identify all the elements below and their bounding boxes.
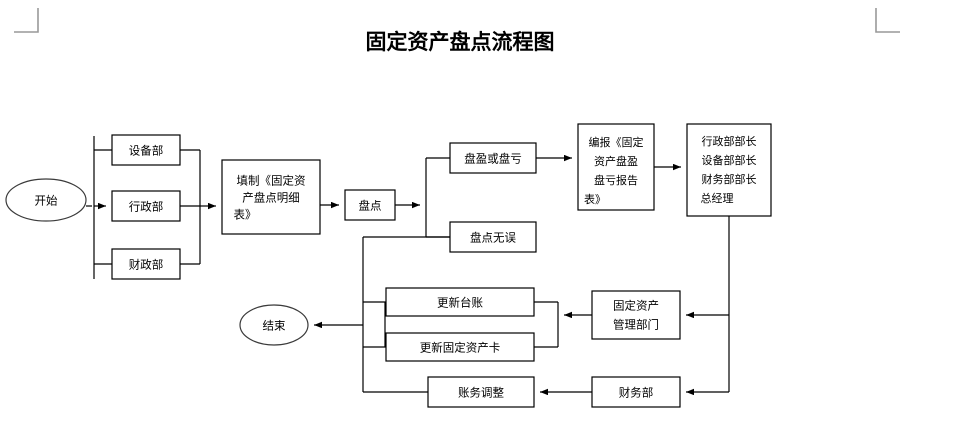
node-dept-equip[interactable]: 设备部	[111, 134, 181, 166]
dept-admin-label: 行政部	[129, 200, 164, 214]
update-card-box	[385, 332, 535, 362]
acct-adjust-label: 账务调整	[458, 386, 504, 400]
fill-form-label-line2: 产盘点明细	[242, 191, 300, 205]
approval-label-line1: 行政部部长	[702, 134, 757, 148]
dept-equip-box	[111, 134, 181, 166]
count-label: 盘点	[359, 199, 382, 213]
connector-layer	[86, 136, 730, 396]
no-error-box	[449, 221, 537, 253]
start-label: 开始	[35, 194, 58, 208]
report-label-line3: 盘亏报告	[594, 173, 638, 187]
report-label-line4: 表》	[584, 192, 606, 206]
dept-admin-box	[111, 190, 181, 222]
asset-dept-label-line2: 管理部门	[613, 318, 659, 332]
node-report[interactable]: 编报《固定 资产盘盈 盘亏报告 表》	[577, 123, 655, 211]
update-ledger-box	[385, 287, 535, 317]
node-count[interactable]: 盘点	[344, 189, 396, 221]
node-asset-dept[interactable]: 固定资产 管理部门	[591, 290, 681, 340]
asset-dept-box	[591, 290, 681, 340]
node-finance[interactable]: 财务部	[591, 376, 681, 408]
approval-label-line4: 总经理	[701, 191, 734, 205]
end-label: 结束	[263, 319, 286, 333]
asset-dept-label-line1: 固定资产	[613, 299, 659, 313]
update-card-label: 更新固定资产卡	[420, 341, 501, 355]
top-left-crop-mark	[14, 8, 39, 33]
node-acct-adjust[interactable]: 账务调整	[427, 376, 535, 408]
end-ellipse	[239, 304, 309, 346]
fill-form-label-line3: 表》	[234, 208, 257, 222]
fill-form-label-line1: 填制《固定资	[237, 174, 306, 188]
node-surplus-or-shortage[interactable]: 盘盈或盘亏	[449, 142, 537, 174]
update-ledger-label: 更新台账	[437, 296, 483, 310]
page-title: 固定资产盘点流程图	[366, 29, 555, 54]
count-box	[344, 189, 396, 221]
top-right-crop-mark	[875, 8, 900, 33]
node-dept-fin[interactable]: 财政部	[111, 248, 181, 280]
report-box	[577, 123, 655, 211]
approval-label-line2: 设备部部长	[702, 153, 757, 167]
start-ellipse	[5, 178, 87, 222]
dept-equip-label: 设备部	[129, 144, 164, 158]
finance-label: 财务部	[619, 386, 654, 400]
report-label-line2: 资产盘盈	[594, 154, 638, 168]
finance-box	[591, 376, 681, 408]
fill-form-box	[221, 159, 321, 235]
dept-fin-box	[111, 248, 181, 280]
node-update-card[interactable]: 更新固定资产卡	[385, 332, 535, 362]
node-dept-admin[interactable]: 行政部	[111, 190, 181, 222]
node-update-ledger[interactable]: 更新台账	[385, 287, 535, 317]
approval-box	[686, 123, 772, 217]
no-error-label: 盘点无误	[470, 231, 516, 245]
node-fill-form[interactable]: 填制《固定资 产盘点明细 表》	[221, 159, 321, 235]
node-end[interactable]: 结束	[239, 304, 309, 346]
surplus-box	[449, 142, 537, 174]
dept-fin-label: 财政部	[129, 258, 164, 272]
node-start[interactable]: 开始	[5, 178, 87, 222]
node-approval[interactable]: 行政部部长 设备部部长 财务部部长 总经理	[686, 123, 772, 217]
approval-label-line3: 财务部部长	[702, 172, 757, 186]
acct-adjust-box	[427, 376, 535, 408]
node-no-error[interactable]: 盘点无误	[449, 221, 537, 253]
surplus-label: 盘盈或盘亏	[464, 152, 522, 166]
report-label-line1: 编报《固定	[589, 135, 644, 149]
